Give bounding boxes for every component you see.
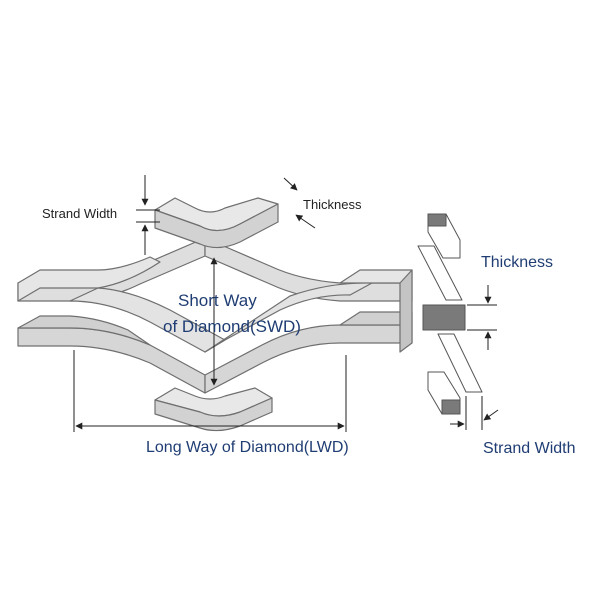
section-lower-strand	[437, 333, 483, 393]
thickness-label-top: Thickness	[303, 197, 362, 212]
long-way-label-abbr: (LWD)	[303, 439, 349, 456]
strand-width-label-right: Strand Width	[483, 440, 576, 457]
mesh-illustration	[17, 197, 413, 432]
mesh-joint-top-front	[154, 203, 279, 249]
long-way-label-text: Long Way of Diamond	[146, 439, 304, 456]
cross-section-illustration	[417, 213, 483, 415]
mesh-joint-left-lower	[17, 315, 151, 346]
short-way-label-text: of Diamond	[163, 317, 250, 336]
section-dimensions	[450, 285, 499, 430]
short-way-label-line1: Short Way	[178, 291, 257, 310]
section-top-cap	[427, 213, 447, 227]
section-bottom-cap	[441, 399, 461, 415]
mesh-joint-right-side	[399, 269, 413, 353]
mesh-band-lower-left	[17, 327, 206, 394]
short-way-label-abbr: (SWD)	[249, 317, 301, 336]
thickness-arrow-top-2	[295, 214, 316, 229]
long-way-label: Long Way of Diamond(LWD)	[146, 440, 349, 456]
mesh-dimensions	[73, 175, 347, 432]
section-strand-arrow-2	[483, 409, 499, 421]
strand-width-label-left: Strand Width	[42, 206, 118, 221]
section-center-block	[422, 304, 466, 331]
thickness-arrow-top-1	[283, 177, 298, 191]
mesh-joint-left	[17, 256, 161, 302]
mesh-joint-bottom-front	[154, 397, 273, 432]
thickness-label-right: Thickness	[481, 254, 554, 271]
short-way-label-line2: of Diamond(SWD)	[163, 318, 301, 335]
section-upper-strand	[417, 245, 463, 301]
